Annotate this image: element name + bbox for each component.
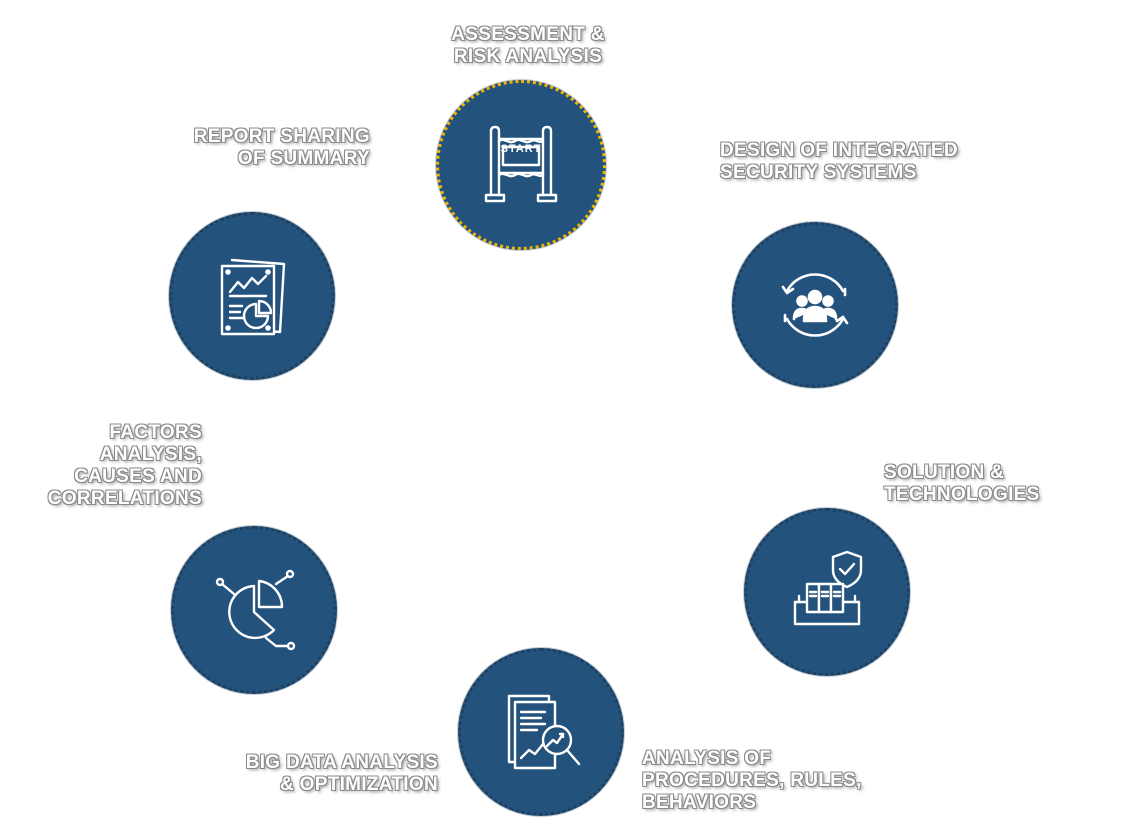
step-node-report [169, 212, 335, 380]
step-label-line: FACTORS [109, 422, 202, 443]
step-label-line: BIG DATA ANALYSIS [245, 752, 438, 773]
step-label-line: SECURITY SYSTEMS [720, 162, 917, 183]
step-label-line: REPORT SHARING [193, 126, 370, 147]
step-label-line: BEHAVIORS [642, 792, 757, 813]
step-node-procedures [458, 648, 624, 816]
step-label-line: TECHNOLOGIES [884, 484, 1040, 505]
step-label-report: REPORT SHARING OF SUMMARY [160, 126, 370, 170]
step-node-bigdata [171, 526, 337, 694]
report-document-icon [220, 258, 286, 336]
step-label-line: SOLUTION & [884, 462, 1005, 483]
step-label-line: OF SUMMARY [237, 148, 370, 169]
pie-chart-icon [215, 569, 296, 651]
step-node-assessment: START [436, 80, 606, 250]
step-label-line: ASSESSMENT & [451, 24, 605, 45]
step-label-line: ANALYSIS OF [642, 748, 772, 769]
step-label-assessment: ASSESSMENT & RISK ANALYSIS [440, 24, 616, 68]
step-node-design [732, 222, 898, 388]
step-label-line: DESIGN OF INTEGRATED [720, 140, 958, 161]
step-label-line: CORRELATIONS [47, 488, 202, 509]
document-magnifier-icon [507, 694, 581, 770]
step-label-solution: SOLUTION & TECHNOLOGIES [884, 462, 1040, 506]
step-label-line: ANALYSIS, [99, 444, 202, 465]
start-sign-text: START [500, 143, 542, 155]
team-cycle-icon [781, 273, 849, 337]
step-label-line: & OPTIMIZATION [280, 774, 438, 795]
step-label-line: CAUSES AND [74, 466, 202, 487]
secure-archive-icon [793, 550, 863, 626]
step-label-design: DESIGN OF INTEGRATED SECURITY SYSTEMS [720, 140, 958, 184]
start-gate-icon [484, 125, 558, 203]
step-label-bigdata: BIG DATA ANALYSIS & OPTIMIZATION [206, 752, 438, 796]
step-node-solution [744, 508, 910, 676]
step-label-factors: FACTORS ANALYSIS, CAUSES AND CORRELATION… [20, 422, 202, 510]
step-label-line: PROCEDURES, RULES, [642, 770, 862, 791]
step-label-line: RISK ANALYSIS [453, 46, 603, 67]
step-label-procedures: ANALYSIS OF PROCEDURES, RULES, BEHAVIORS [642, 748, 862, 814]
